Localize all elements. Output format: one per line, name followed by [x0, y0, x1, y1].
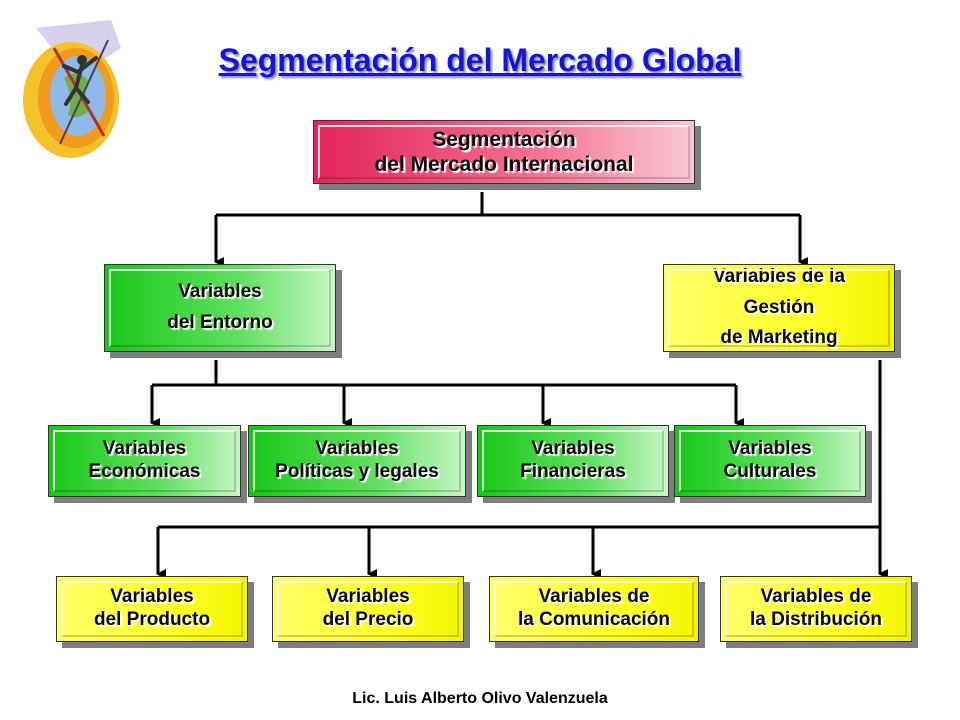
node-label-line2: del Entorno	[167, 312, 273, 333]
node-label-line1: Variables	[315, 438, 399, 460]
node-label-line1: Variables	[178, 281, 262, 303]
node-variables-entorno: Variables del Entorno	[104, 264, 336, 352]
node-variables-producto: Variables del Producto	[56, 576, 248, 642]
node-label-line2: del Mercado Internacional	[374, 153, 634, 176]
page-title: Segmentación del Mercado Global	[218, 42, 742, 78]
node-variables-economicas: Variables Económicas	[48, 425, 241, 497]
node-label-line1: Variables de	[760, 586, 872, 608]
node-label-line1: Segmentación	[432, 127, 576, 151]
node-label-line1: Variables	[102, 438, 187, 460]
node-label-line2: del Producto	[93, 609, 211, 630]
author-footer: Lic. Luis Alberto Olivo Valenzuela	[352, 690, 608, 707]
node-label-line2: la Distribución	[750, 609, 882, 630]
node-variables-politicas-legales: Variables Políticas y legales	[248, 425, 466, 497]
node-label-line1: Variables de	[538, 586, 650, 608]
node-variables-culturales: Variables Culturales	[674, 425, 866, 497]
node-label-line2: Económicas	[88, 461, 201, 482]
node-label-line2: Culturales	[723, 461, 817, 482]
node-label-line2: Financieras	[520, 461, 626, 482]
node-segmentacion-mercado-internacional: Segmentación del Mercado Internacional	[313, 120, 695, 184]
node-variables-precio: Variables del Precio	[272, 576, 464, 642]
sports-globe-logo-icon	[23, 20, 121, 158]
node-label-line2: la Comunicación	[517, 609, 671, 630]
node-label-line2: Políticas y legales	[275, 461, 439, 482]
node-label-line3: de Marketing	[720, 327, 838, 349]
node-label-line2: Gestión	[743, 296, 815, 318]
node-variables-distribucion: Variables de la Distribución	[720, 576, 912, 642]
node-label-line1: Variables	[728, 438, 812, 460]
node-variables-financieras: Variables Financieras	[477, 425, 669, 497]
node-variables-gestion-marketing: Variables de la Gestión de Marketing	[663, 264, 895, 352]
node-label-line1: Variables de la	[712, 265, 846, 287]
node-label-line1: Variables	[326, 586, 410, 608]
node-label-line2: del Precio	[322, 609, 414, 630]
node-label-line1: Variables	[110, 586, 194, 608]
node-variables-comunicacion: Variables de la Comunicación	[489, 576, 699, 642]
node-label-line1: Variables	[531, 438, 615, 460]
